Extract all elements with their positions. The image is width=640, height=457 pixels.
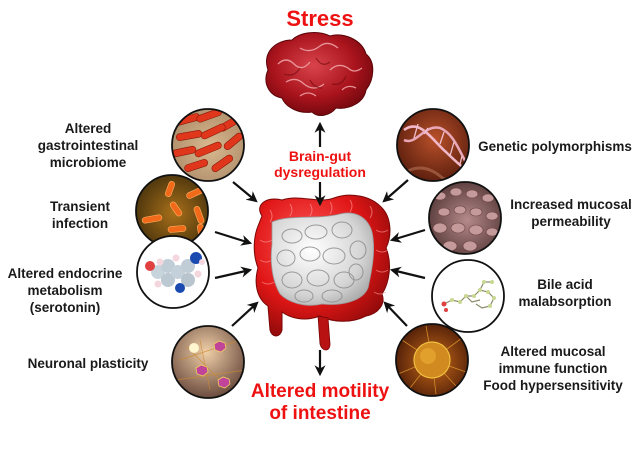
factor-endocrine-label: Altered endocrine metabolism (serotonin): [0, 265, 130, 316]
brain-gut-label: Brain-gut dysregulation: [260, 148, 380, 180]
factor-line: Altered mucosal: [500, 344, 606, 359]
microbiome-image: [171, 108, 245, 182]
villi-image: [428, 181, 502, 255]
factor-line: metabolism: [27, 283, 103, 298]
factor-immune-label: Altered mucosal immune function Food hyp…: [470, 343, 636, 394]
factor-line: microbiome: [49, 155, 127, 170]
factor-line: Transient: [49, 199, 111, 214]
factor-microbiome-label: Altered gastrointestinal microbiome: [28, 120, 148, 171]
immune-cell-image: [395, 323, 469, 397]
factor-line: Neuronal plasticity: [27, 356, 149, 371]
stress-title: Stress: [286, 6, 354, 31]
bile-acid-image: [431, 259, 505, 333]
factor-line: Bile acid: [537, 277, 593, 292]
brain-gut-line-1: Brain-gut: [288, 148, 352, 164]
outcome-label: Altered motility of intestine: [240, 381, 400, 425]
factor-line: gastrointestinal: [37, 138, 139, 153]
factor-line: infection: [51, 216, 109, 231]
factor-line: Food hypersensitivity: [483, 378, 623, 393]
arrow-infection: [214, 230, 253, 246]
factor-permeability-label: Increased mucosal permeability: [505, 196, 637, 230]
factor-line: immune function: [498, 361, 608, 376]
arrow-neuronal: [231, 301, 259, 327]
factor-infection-label: Transient infection: [30, 198, 130, 232]
brain-illustration: [265, 32, 374, 116]
factor-line: permeability: [531, 214, 611, 229]
factor-neuronal-label: Neuronal plasticity: [18, 355, 158, 372]
factor-line: Increased mucosal: [510, 197, 632, 212]
neuron-image: [171, 325, 245, 399]
factor-line: Genetic polymorphisms: [478, 139, 632, 154]
arrow-immune: [383, 301, 408, 327]
factor-line: Altered endocrine: [7, 266, 123, 281]
outcome-line-2: of intestine: [269, 403, 371, 424]
intestine-illustration: [253, 194, 391, 351]
serotonin-image: [136, 235, 210, 309]
factor-bile-label: Bile acid malabsorption: [510, 276, 620, 310]
outcome-line-1: Altered motility: [250, 381, 390, 402]
arrow-genetic: [382, 179, 409, 203]
infection-image: [135, 174, 209, 248]
arrow-endocrine: [214, 266, 253, 280]
dna-image: [396, 108, 470, 182]
factor-genetic-label: Genetic polymorphisms: [470, 138, 640, 155]
arrow-bile: [389, 266, 426, 280]
factor-line: (serotonin): [29, 300, 101, 315]
arrow-permeability: [389, 228, 426, 243]
factor-line: malabsorption: [518, 294, 612, 309]
brain-gut-line-2: dysregulation: [274, 164, 366, 180]
factor-line: Altered: [64, 121, 112, 136]
arrow-microbiome: [232, 181, 258, 203]
